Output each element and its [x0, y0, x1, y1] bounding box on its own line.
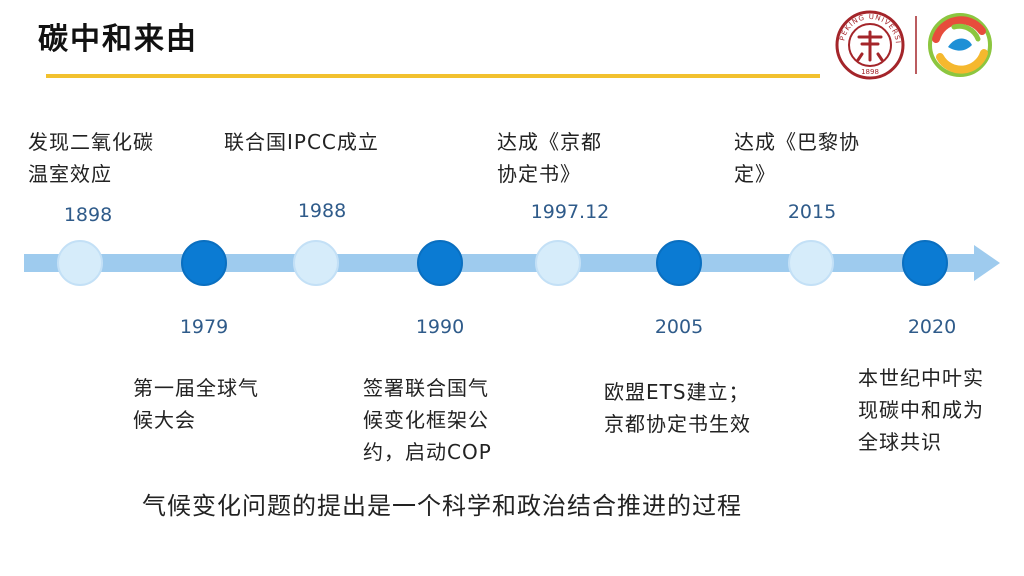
swirl-logo-icon [928, 13, 992, 77]
event-text: 本世纪中叶实 现碳中和成为 全球共识 [858, 362, 984, 458]
year-label: 2020 [907, 316, 957, 338]
year-label: 2005 [654, 316, 704, 338]
timeline-node-1898 [57, 240, 103, 286]
event-text: 发现二氧化碳 温室效应 [28, 126, 154, 190]
event-line: 发现二氧化碳 [28, 130, 154, 154]
event-line: 候变化框架公 [363, 408, 489, 432]
event-text: 联合国IPCC成立 [224, 126, 379, 158]
conclusion-text: 气候变化问题的提出是一个科学和政治结合推进的过程 [142, 492, 742, 520]
event-line: 温室效应 [28, 162, 112, 186]
timeline-node-2020 [902, 240, 948, 286]
event-text: 达成《巴黎协 定》 [734, 126, 860, 190]
title-underline [46, 74, 820, 78]
event-line: 联合国IPCC成立 [224, 130, 379, 154]
year-label: 1898 [63, 204, 113, 226]
event-line: 现碳中和成为 [858, 398, 984, 422]
university-seal-icon: PEKING UNIVERSITY 1898 [828, 4, 905, 80]
event-line: 达成《巴黎协 [734, 130, 860, 154]
event-line: 京都协定书生效 [604, 412, 751, 436]
event-text: 欧盟ETS建立； 京都协定书生效 [604, 376, 751, 440]
event-text: 签署联合国气 候变化框架公 约，启动COP [363, 372, 492, 468]
event-line: 协定书》 [497, 162, 581, 186]
timeline-node-1997 [535, 240, 581, 286]
svg-text:1898: 1898 [861, 68, 879, 76]
logos-svg: PEKING UNIVERSITY 1898 [828, 4, 992, 80]
year-label: 2015 [787, 201, 837, 223]
year-label: 1988 [297, 200, 347, 222]
event-text: 达成《京都 协定书》 [497, 126, 602, 190]
page-title: 碳中和来由 [38, 22, 198, 57]
year-label: 1990 [415, 316, 465, 338]
timeline-arrowhead [974, 245, 1000, 281]
event-line: 本世纪中叶实 [858, 366, 984, 390]
timeline-node-1979 [181, 240, 227, 286]
year-label: 1997.12 [530, 201, 610, 223]
event-line: 全球共识 [858, 430, 942, 454]
event-line: 定》 [734, 162, 776, 186]
timeline-node-2005 [656, 240, 702, 286]
year-label: 1979 [179, 316, 229, 338]
timeline-node-2015 [788, 240, 834, 286]
event-line: 签署联合国气 [363, 376, 489, 400]
event-line: 约，启动COP [363, 440, 492, 464]
timeline-node-1988 [293, 240, 339, 286]
event-line: 达成《京都 [497, 130, 602, 154]
event-text: 第一届全球气 候大会 [133, 372, 259, 436]
timeline-node-1990 [417, 240, 463, 286]
event-line: 欧盟ETS建立； [604, 380, 750, 404]
event-line: 第一届全球气 [133, 376, 259, 400]
timeline-bar [24, 254, 976, 272]
logo-area: PEKING UNIVERSITY 1898 [828, 4, 1002, 80]
event-line: 候大会 [133, 408, 196, 432]
